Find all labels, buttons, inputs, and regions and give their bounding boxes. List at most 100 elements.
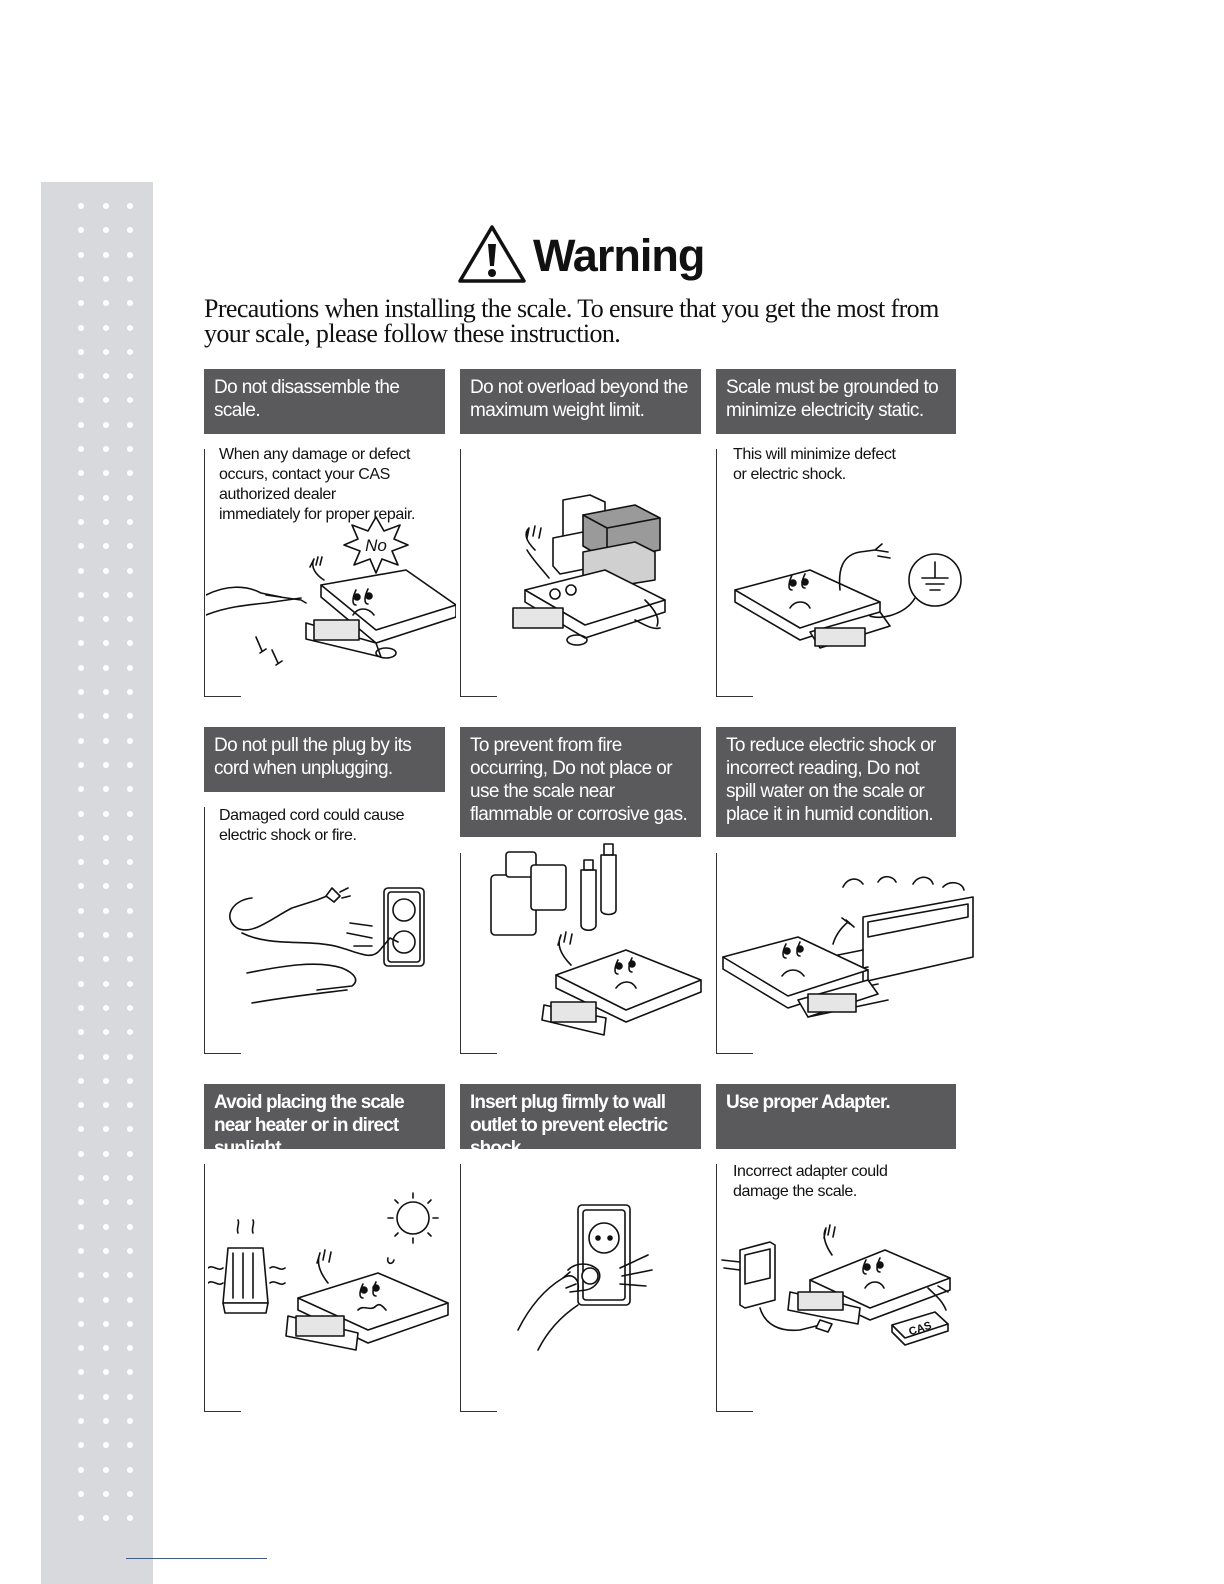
sidebar-dot: [127, 203, 133, 209]
sidebar-dot: [103, 761, 109, 768]
unplug-illustration: [222, 878, 432, 1008]
warning-triangle-icon: [458, 225, 526, 283]
sidebar-dot: [103, 203, 109, 209]
sidebar-dot: [127, 1320, 133, 1327]
ground-illustration: [730, 540, 970, 675]
sidebar-dot: [78, 275, 84, 282]
sidebar-dot: [103, 664, 109, 671]
panel-header: Use proper Adapter.: [716, 1084, 956, 1149]
flammable-illustration: [486, 840, 706, 1040]
sidebar-dot: [78, 1296, 84, 1303]
sidebar-dot: [103, 980, 109, 987]
sidebar-dot: [103, 786, 109, 793]
sidebar-dot: [127, 786, 133, 793]
sidebar-dot: [103, 1247, 109, 1254]
outlet-illustration: [508, 1200, 658, 1360]
sidebar-dot: [103, 810, 109, 817]
panel-frame: [204, 449, 241, 697]
sidebar-dot: [78, 1077, 84, 1084]
panel-frame: [716, 853, 753, 1054]
sidebar-dot: [103, 1053, 109, 1060]
sidebar-dot: [103, 1126, 109, 1133]
sidebar-dot: [127, 470, 133, 477]
sidebar-dot: [78, 980, 84, 987]
overload-illustration: [495, 490, 695, 650]
sidebar-dot: [78, 251, 84, 258]
sidebar-dot: [78, 373, 84, 380]
sidebar-dot: [127, 300, 133, 307]
panel-frame: [460, 853, 497, 1054]
panel-header: Do not disassemble the scale.: [204, 369, 445, 434]
sidebar-dot: [103, 446, 109, 452]
panel-frame: [460, 1164, 497, 1412]
sidebar-dot: [78, 810, 84, 817]
sidebar-dot: [78, 956, 84, 963]
sidebar-dot: [127, 591, 133, 598]
sidebar-dot: [103, 518, 109, 525]
sidebar-dot: [78, 324, 84, 331]
sidebar-dot: [78, 664, 84, 671]
sidebar-dot: [103, 1029, 109, 1036]
sidebar-dot: [127, 1515, 133, 1522]
sidebar-dot: [78, 737, 84, 744]
sidebar-dot: [127, 834, 133, 841]
sidebar-dot: [103, 275, 109, 282]
sidebar-dot: [127, 251, 133, 258]
sidebar-dot: [78, 786, 84, 793]
sidebar-dot: [127, 348, 133, 355]
sidebar-dot: [78, 1053, 84, 1060]
sidebar-dot: [127, 373, 133, 380]
sidebar-dot: [103, 373, 109, 380]
sidebar-dot: [103, 324, 109, 331]
sidebar-dot: [103, 1320, 109, 1327]
sidebar-dot: [103, 227, 109, 234]
sidebar-dot: [127, 761, 133, 768]
sidebar-dot: [78, 1466, 84, 1473]
water-illustration: [718, 872, 974, 1037]
sidebar-dot: [127, 1369, 133, 1376]
sidebar-dot: [103, 616, 109, 623]
panel-header: To prevent from fire occurring, Do not p…: [460, 727, 701, 837]
sidebar-dot: [78, 1272, 84, 1279]
sidebar-dot: [127, 737, 133, 744]
panel-body: Incorrect adapter could damage the scale…: [733, 1163, 888, 1200]
sidebar-dot: [78, 932, 84, 938]
heater-illustration: [208, 1188, 454, 1363]
sidebar-dot: [78, 1442, 84, 1449]
sidebar-dot: [127, 446, 133, 452]
sidebar-dot: [103, 1223, 109, 1230]
sidebar-dot: [127, 324, 133, 331]
sidebar-dot: [78, 567, 84, 574]
intro-text: Precautions when installing the scale. T…: [204, 294, 939, 348]
sidebar-dot: [127, 1345, 133, 1352]
sidebar-dot: [103, 1466, 109, 1473]
sidebar-dot: [103, 1102, 109, 1109]
page-title: Warning: [533, 230, 705, 281]
sidebar-dot: [78, 1418, 84, 1424]
sidebar-dot: [103, 397, 109, 404]
sidebar-dot: [127, 810, 133, 817]
sidebar-dot: [103, 348, 109, 355]
panel-frame: [460, 449, 497, 697]
sidebar-dot: [103, 713, 109, 720]
sidebar-dot: [78, 616, 84, 623]
sidebar-dot: [127, 932, 133, 938]
sidebar-dot: [127, 1490, 133, 1497]
sidebar-dot: [78, 1223, 84, 1230]
sidebar-dot: [127, 883, 133, 890]
sidebar-dot: [78, 227, 84, 234]
sidebar-dot: [103, 1345, 109, 1352]
sidebar-dot: [127, 1442, 133, 1449]
sidebar-dot: [78, 1150, 84, 1157]
sidebar-dot: [127, 1150, 133, 1157]
sidebar-dot: [127, 1272, 133, 1279]
sidebar-dot: [103, 1150, 109, 1157]
sidebar-dot: [78, 834, 84, 841]
sidebar-dot: [127, 1102, 133, 1109]
sidebar-dot: [103, 470, 109, 477]
sidebar-dot: [78, 907, 84, 914]
sidebar-dot: [127, 859, 133, 866]
sidebar-dot: [103, 1393, 109, 1400]
footer-link[interactable]: [126, 1558, 267, 1559]
sidebar-dot: [78, 713, 84, 720]
